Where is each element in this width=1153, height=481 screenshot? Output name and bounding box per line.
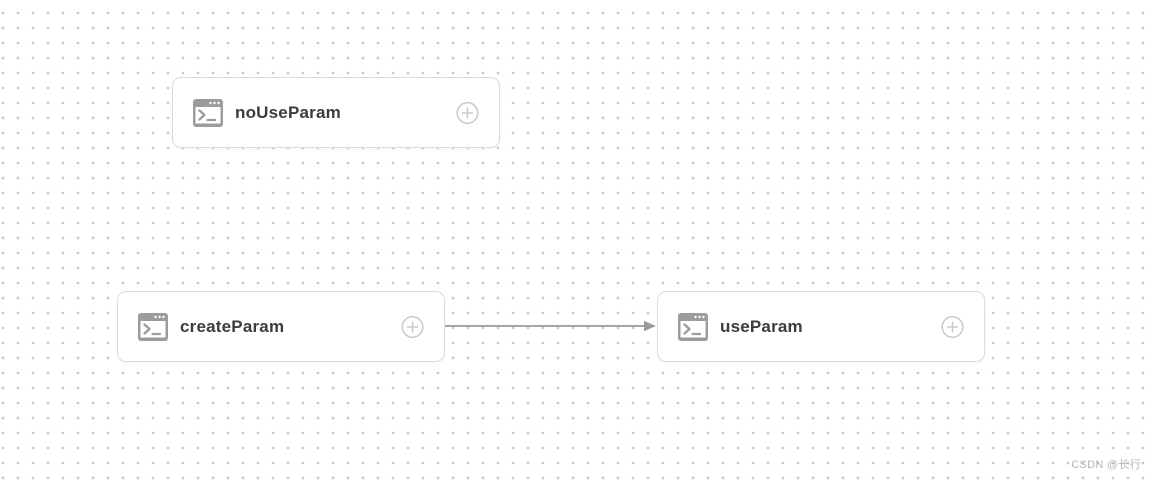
terminal-icon: [193, 98, 223, 127]
node-createParam[interactable]: createParam: [117, 291, 445, 362]
add-step-button[interactable]: [941, 315, 964, 338]
add-step-button[interactable]: [401, 315, 424, 338]
node-label: noUseParam: [235, 102, 341, 122]
watermark: CSDN @长行: [1071, 459, 1141, 471]
terminal-icon: [138, 312, 168, 341]
node-label: useParam: [720, 316, 803, 336]
add-step-button[interactable]: [456, 101, 479, 124]
node-useParam[interactable]: useParam: [657, 291, 985, 362]
edge-createParam-to-useParam: [445, 320, 656, 332]
node-noUseParam[interactable]: noUseParam: [172, 77, 500, 148]
node-label: createParam: [180, 316, 285, 336]
terminal-icon: [678, 312, 708, 341]
